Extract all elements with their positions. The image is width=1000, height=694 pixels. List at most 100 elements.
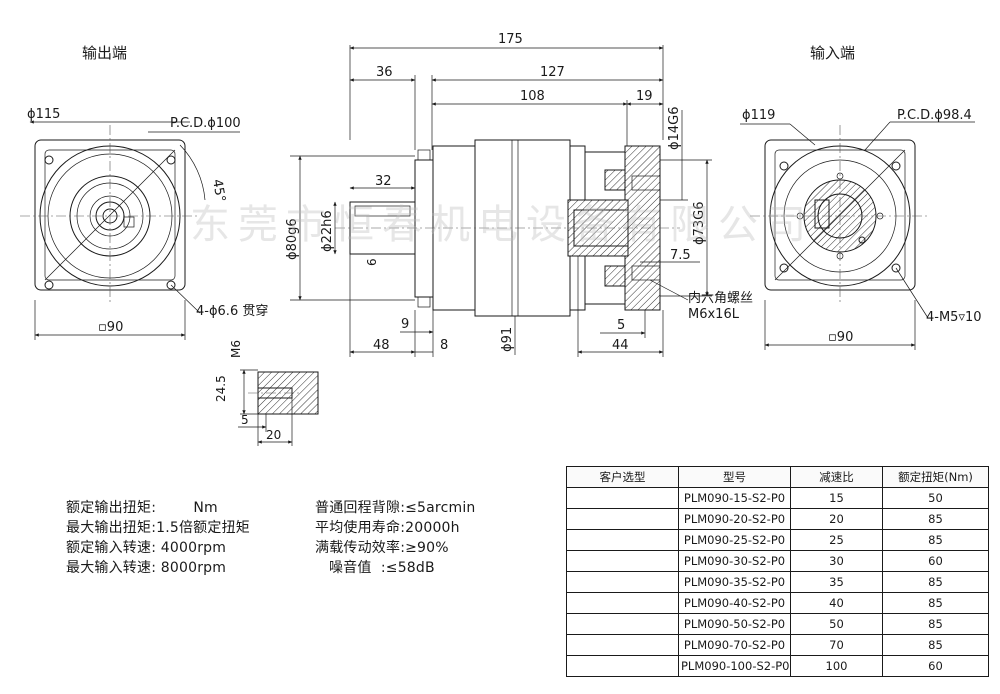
- screw-note-line1: 内六角螺丝: [688, 290, 753, 306]
- output-mount-holes: 4-ϕ6.6 贯穿: [196, 303, 268, 319]
- cell-select[interactable]: [566, 508, 679, 530]
- cell-select[interactable]: [566, 592, 679, 614]
- cell-select[interactable]: [566, 529, 679, 551]
- cell-select[interactable]: [566, 655, 679, 677]
- spec-max-output-torque: 最大输出扭矩:1.5倍额定扭矩: [66, 520, 250, 536]
- output-flange-view: 输出端 ϕ115 P.C.D.ϕ100 45° 4-ϕ6.6 贯穿 ▫90: [20, 44, 268, 340]
- input-square-90: ▫90: [828, 330, 853, 345]
- dim-key-6: 6: [365, 258, 379, 266]
- input-flange-view: 输入端 ϕ119 P.C.D.ϕ98.4 4-M5▿10 ▫90: [740, 44, 982, 350]
- cell-torque: 85: [882, 571, 989, 593]
- spec-noise: 噪音值 :≤58dB: [315, 560, 435, 576]
- tap-offset-5: 5: [241, 413, 249, 427]
- cell-torque: 85: [882, 613, 989, 635]
- specs-left: 额定输出扭矩: Nm 最大输出扭矩:1.5倍额定扭矩 额定输入转速: 4000r…: [66, 498, 250, 578]
- dim-length-19: 19: [636, 89, 653, 104]
- cell-ratio: 25: [790, 529, 883, 551]
- spec-rated-input-speed: 额定输入转速: 4000rpm: [66, 540, 227, 556]
- spec-max-input-speed: 最大输入转速: 8000rpm: [66, 560, 227, 576]
- header-model: 型号: [678, 466, 791, 488]
- cell-select[interactable]: [566, 571, 679, 593]
- cell-torque: 60: [882, 550, 989, 572]
- dim-diameter-91: ϕ91: [500, 327, 515, 352]
- dim-keyway-32: 32: [375, 174, 392, 189]
- cell-select[interactable]: [566, 550, 679, 572]
- technical-drawing: 输出端 ϕ115 P.C.D.ϕ100 45° 4-ϕ6.6 贯穿 ▫90: [20, 32, 982, 446]
- dim-diameter-22h6: ϕ22h6: [320, 210, 335, 252]
- dim-diameter-14g6: ϕ14G6: [667, 107, 682, 150]
- dim-length-9: 9: [401, 317, 409, 332]
- output-square-90: ▫90: [98, 320, 123, 335]
- cell-torque: 85: [882, 592, 989, 614]
- cell-ratio: 50: [790, 613, 883, 635]
- dim-length-7-5: 7.5: [670, 248, 691, 263]
- cell-model: PLM090-30-S2-P0: [678, 550, 791, 572]
- cell-model: PLM090-70-S2-P0: [678, 634, 791, 656]
- cell-torque: 50: [882, 487, 989, 509]
- cell-model: PLM090-35-S2-P0: [678, 571, 791, 593]
- dim-length-8: 8: [440, 338, 448, 353]
- spec-rated-output-torque: 额定输出扭矩: Nm: [66, 500, 218, 516]
- dim-length-36: 36: [376, 65, 393, 80]
- cell-select[interactable]: [566, 634, 679, 656]
- cell-model: PLM090-40-S2-P0: [678, 592, 791, 614]
- tap-label-m6: M6: [229, 340, 243, 358]
- watermark: 东莞市恒春机电设备有限公司: [190, 202, 814, 248]
- cell-select[interactable]: [566, 613, 679, 635]
- dim-length-175: 175: [498, 32, 523, 47]
- cell-ratio: 20: [790, 508, 883, 530]
- side-section-view: 175 36 127 108 19 32: [285, 32, 753, 357]
- cell-ratio: 40: [790, 592, 883, 614]
- cell-torque: 85: [882, 529, 989, 551]
- cell-select[interactable]: [566, 487, 679, 509]
- cell-ratio: 15: [790, 487, 883, 509]
- spec-backlash: 普通回程背隙:≤5arcmin: [315, 500, 476, 516]
- input-end-label: 输入端: [810, 44, 855, 62]
- cell-ratio: 70: [790, 634, 883, 656]
- input-pcd-98-4: P.C.D.ϕ98.4: [897, 108, 972, 123]
- input-diameter-119: ϕ119: [742, 108, 775, 123]
- output-pcd-100: P.C.D.ϕ100: [170, 116, 241, 131]
- cell-model: PLM090-50-S2-P0: [678, 613, 791, 635]
- header-rated-torque: 额定扭矩(Nm): [882, 466, 989, 488]
- header-customer-selection: 客户选型: [566, 466, 679, 488]
- cell-model: PLM090-20-S2-P0: [678, 508, 791, 530]
- dim-length-5: 5: [617, 318, 625, 333]
- cell-torque: 85: [882, 508, 989, 530]
- dim-length-44: 44: [612, 338, 629, 353]
- input-mount-holes: 4-M5▿10: [926, 310, 982, 325]
- dim-diameter-73g6: ϕ73G6: [692, 202, 707, 245]
- dim-diameter-80g6: ϕ80g6: [285, 218, 300, 260]
- cell-torque: 85: [882, 634, 989, 656]
- tapped-hole-detail: M6 24.5 5 20: [214, 340, 319, 446]
- cell-model: PLM090-100-S2-P0: [678, 655, 791, 677]
- output-diameter-115: ϕ115: [27, 107, 60, 122]
- dim-length-127: 127: [540, 65, 565, 80]
- dim-length-108: 108: [520, 89, 545, 104]
- cell-model: PLM090-15-S2-P0: [678, 487, 791, 509]
- tap-length-20: 20: [266, 428, 281, 442]
- cell-ratio: 35: [790, 571, 883, 593]
- output-end-label: 输出端: [82, 44, 127, 62]
- specs-right: 普通回程背隙:≤5arcmin 平均使用寿命:20000h 满载传动效率:≥90…: [315, 498, 475, 578]
- tap-depth-24-5: 24.5: [214, 375, 228, 402]
- output-angle-45: 45°: [209, 178, 228, 203]
- cell-torque: 60: [882, 655, 989, 677]
- spec-efficiency: 满载传动效率:≥90%: [315, 540, 449, 556]
- cell-model: PLM090-25-S2-P0: [678, 529, 791, 551]
- cell-ratio: 30: [790, 550, 883, 572]
- cell-ratio: 100: [790, 655, 883, 677]
- table-header-row: 客户选型 型号 减速比 额定扭矩(Nm): [566, 466, 989, 488]
- spec-service-life: 平均使用寿命:20000h: [315, 520, 460, 536]
- header-ratio: 减速比: [790, 466, 883, 488]
